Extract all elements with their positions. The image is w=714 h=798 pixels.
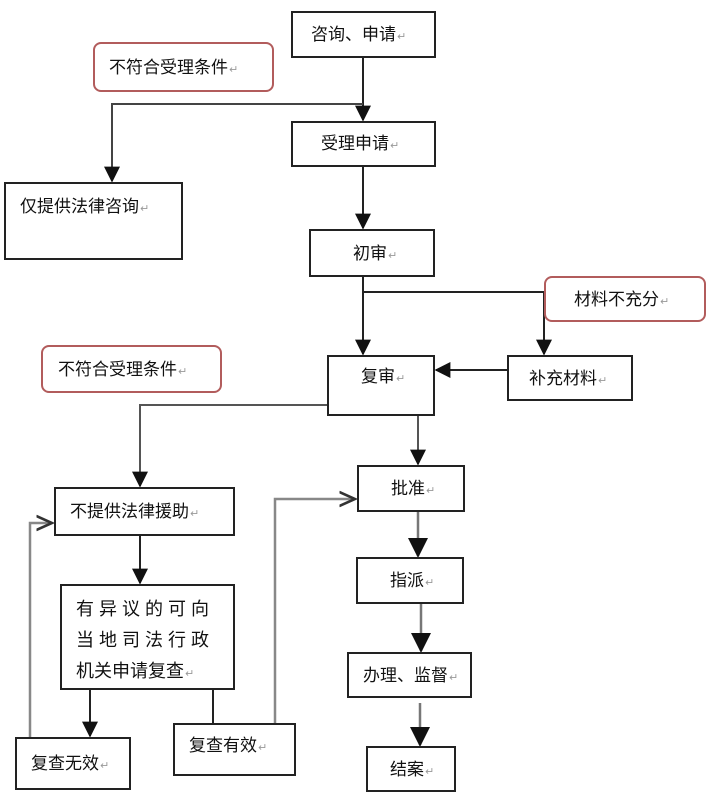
node-only-consult: 仅提供法律咨询↵ — [4, 182, 183, 260]
node-label: 咨询、申请 — [311, 25, 396, 45]
arrow-to-no-aid — [132, 404, 327, 488]
paragraph-mark-icon: ↵ — [425, 765, 435, 778]
node-recheck-valid: 复查有效↵ — [173, 723, 296, 776]
condition-insufficient-material: 材料不充分↵ — [544, 276, 706, 322]
node-second-review: 复审↵ — [327, 355, 435, 416]
paragraph-mark-icon: ↵ — [660, 295, 670, 308]
paragraph-mark-icon: ↵ — [390, 139, 400, 152]
condition-label: 不符合受理条件 — [58, 360, 177, 380]
node-label: 初审 — [353, 244, 387, 264]
node-label: 复查有效 — [189, 736, 257, 756]
node-label: 办理、监督 — [363, 666, 448, 686]
arrow-valid-loop-to-approve — [273, 499, 355, 723]
node-no-aid: 不提供法律援助↵ — [54, 487, 235, 536]
node-label: 不提供法律援助 — [70, 502, 189, 522]
condition-label: 不符合受理条件 — [109, 58, 228, 78]
condition-not-qualified-2: 不符合受理条件↵ — [41, 345, 222, 393]
node-label-line: 机关申请复查 — [76, 661, 184, 682]
paragraph-mark-icon: ↵ — [396, 372, 406, 385]
node-close-case: 结案↵ — [366, 746, 456, 792]
node-assign: 指派↵ — [356, 557, 464, 604]
node-label: 批准 — [391, 479, 425, 499]
condition-label: 材料不充分 — [574, 290, 659, 310]
node-label: 复审 — [361, 367, 395, 387]
paragraph-mark-icon: ↵ — [425, 576, 435, 589]
paragraph-mark-icon: ↵ — [426, 484, 436, 497]
node-consult-apply: 咨询、申请↵ — [291, 11, 436, 58]
paragraph-mark-icon: ↵ — [100, 759, 110, 772]
paragraph-mark-icon: ↵ — [598, 374, 608, 387]
condition-not-qualified-1: 不符合受理条件↵ — [93, 42, 274, 92]
node-label: 受理申请 — [321, 134, 389, 154]
node-supplement: 补充材料↵ — [507, 355, 633, 401]
node-label-line: 当地司法行政 — [76, 630, 214, 651]
arrow-to-only-consult — [104, 103, 363, 183]
arrow-invalid-loop-to-no-aid — [28, 523, 52, 737]
paragraph-mark-icon: ↵ — [258, 741, 268, 754]
node-handle-supervise: 办理、监督↵ — [347, 652, 472, 698]
node-label: 补充材料 — [529, 369, 597, 389]
node-approve: 批准↵ — [357, 465, 465, 512]
paragraph-mark-icon: ↵ — [229, 63, 239, 76]
node-accept-apply: 受理申请↵ — [291, 121, 436, 167]
node-recheck-invalid: 复查无效↵ — [15, 737, 131, 790]
node-label: 仅提供法律咨询 — [20, 197, 139, 217]
arrow-to-supplement — [363, 291, 552, 356]
paragraph-mark-icon: ↵ — [397, 30, 407, 43]
node-label: 结案 — [390, 760, 424, 780]
paragraph-mark-icon: ↵ — [388, 249, 398, 262]
paragraph-mark-icon: ↵ — [190, 507, 200, 520]
node-label: 复查无效 — [31, 754, 99, 774]
node-objection: 有异议的可向 当地司法行政 机关申请复查↵ — [60, 584, 235, 690]
paragraph-mark-icon: ↵ — [449, 671, 459, 684]
paragraph-mark-icon: ↵ — [140, 202, 150, 215]
node-first-review: 初审↵ — [309, 229, 435, 277]
node-label: 指派 — [390, 571, 424, 591]
node-label-line: 有异议的可向 — [76, 599, 214, 620]
paragraph-mark-icon: ↵ — [178, 365, 188, 378]
paragraph-mark-icon: ↵ — [185, 667, 195, 680]
